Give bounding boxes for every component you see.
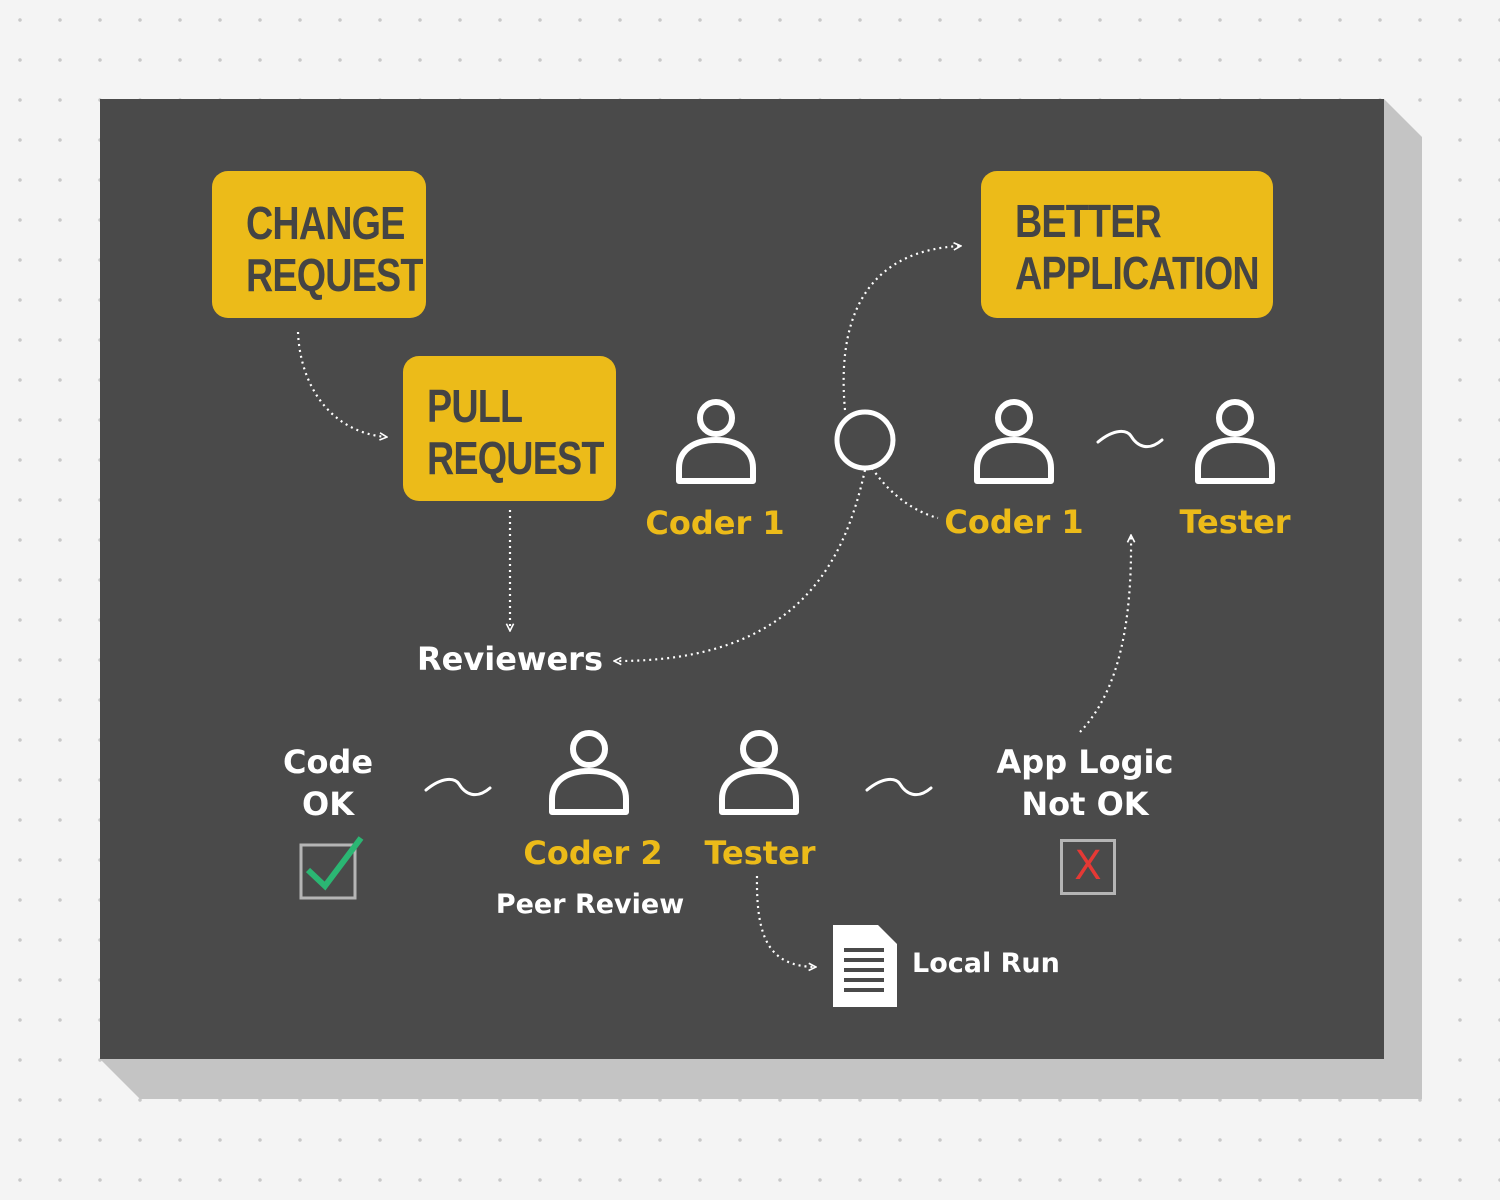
person-icon — [676, 399, 756, 484]
change-request-line2: REQUEST — [246, 249, 423, 301]
person-icon — [549, 730, 629, 815]
person-icon — [974, 399, 1054, 484]
app-logic-line2: Not OK — [1021, 785, 1149, 823]
tester-label: Tester — [704, 834, 816, 872]
better-application-line2: APPLICATION — [1015, 247, 1260, 299]
checkbox-check-icon — [299, 836, 364, 900]
app-logic-line1: App Logic — [996, 743, 1174, 781]
document-icon — [833, 925, 897, 1007]
person-icon — [719, 730, 799, 815]
coder1-label: Coder 1 — [645, 504, 785, 542]
change-request-box: CHANGE REQUEST — [212, 171, 426, 318]
coder1-label: Coder 1 — [944, 503, 1084, 541]
app-logic-label: App Logic Not OK — [975, 741, 1195, 825]
person-icon — [1195, 399, 1275, 484]
x-mark: X — [1074, 843, 1102, 889]
code-ok-line2: OK — [302, 785, 354, 823]
local-run-label: Local Run — [912, 948, 1060, 979]
pull-request-line2: REQUEST — [427, 432, 604, 484]
tester-label: Tester — [1179, 503, 1291, 541]
reviewers-label: Reviewers — [417, 640, 603, 678]
peer-review-label: Peer Review — [495, 889, 685, 920]
pull-request-box: PULL REQUEST — [403, 356, 616, 501]
coder2-label: Coder 2 — [523, 834, 663, 872]
checkbox-x-icon — [1060, 839, 1116, 895]
code-ok-line1: Code — [282, 743, 374, 781]
code-ok-label: Code OK — [268, 741, 388, 825]
change-request-line1: CHANGE — [246, 197, 405, 249]
better-application-line1: BETTER — [1015, 195, 1162, 247]
better-application-box: BETTER APPLICATION — [981, 171, 1273, 318]
pull-request-line1: PULL — [427, 380, 523, 432]
